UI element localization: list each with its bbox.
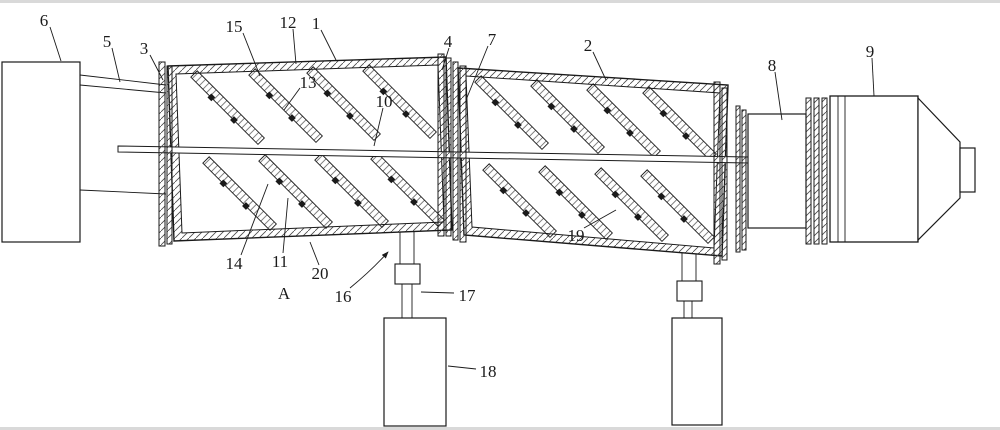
part-label-3: 3 bbox=[140, 39, 149, 58]
part-label-6: 6 bbox=[40, 11, 49, 30]
leader-line-18 bbox=[447, 365, 477, 370]
motor-flange-plate-2 bbox=[813, 97, 820, 245]
part-label-13: 13 bbox=[300, 73, 317, 92]
part-label-16: 16 bbox=[335, 287, 352, 306]
feed-block bbox=[1, 61, 81, 243]
leader-line-14 bbox=[240, 183, 269, 256]
part-label-19: 19 bbox=[568, 226, 585, 245]
part-label-A: A bbox=[278, 284, 291, 303]
drum1-right-flange bbox=[437, 53, 445, 237]
collection-box-right bbox=[671, 317, 723, 426]
drive-coupling-cylinder bbox=[747, 113, 807, 229]
part-label-9: 9 bbox=[866, 42, 875, 61]
leader-line-10 bbox=[373, 107, 384, 147]
part-label-1: 1 bbox=[312, 14, 321, 33]
drum1-left-flange-plate bbox=[166, 65, 173, 245]
part-label-8: 8 bbox=[768, 56, 777, 75]
drum2-right-flange-plate bbox=[721, 87, 728, 261]
part-label-7: 7 bbox=[488, 30, 497, 49]
part-label-12: 12 bbox=[280, 13, 297, 32]
leader-line-5 bbox=[111, 47, 121, 83]
drive-flange-plate-1 bbox=[735, 105, 741, 253]
part-label-5: 5 bbox=[103, 32, 112, 51]
drum2-left-flange bbox=[459, 65, 467, 243]
leader-arrow-16 bbox=[349, 251, 389, 289]
motor-flange-plate-1 bbox=[805, 97, 812, 245]
coupling-plate-left bbox=[445, 57, 452, 237]
leader-line-8 bbox=[774, 71, 783, 121]
discharge1-valve bbox=[394, 263, 421, 285]
leader-line-7 bbox=[465, 45, 489, 101]
leader-line-19 bbox=[583, 209, 617, 229]
inlet-duct-top-line bbox=[79, 74, 167, 86]
leader-line-9 bbox=[871, 57, 875, 97]
leader-line-11 bbox=[282, 197, 289, 254]
part-label-14: 14 bbox=[226, 254, 244, 273]
leader-line-17 bbox=[420, 291, 455, 294]
leader-line-20 bbox=[309, 241, 320, 266]
part-label-10: 10 bbox=[376, 92, 393, 111]
part-label-17: 17 bbox=[459, 286, 477, 305]
leader-line-1 bbox=[320, 29, 337, 61]
leader-line-6 bbox=[49, 26, 62, 62]
part-label-18: 18 bbox=[480, 362, 497, 381]
discharge2-valve bbox=[676, 280, 703, 302]
inlet-duct-bottom-line bbox=[79, 189, 167, 195]
motor-cone bbox=[917, 96, 961, 242]
motor-shaft-tip bbox=[959, 147, 976, 193]
part-label-4: 4 bbox=[444, 32, 453, 51]
motor-flange-plate-3 bbox=[821, 97, 828, 245]
part-label-11: 11 bbox=[272, 252, 288, 271]
motor-body bbox=[829, 95, 919, 243]
leader-line-12 bbox=[292, 28, 297, 65]
collection-box-left bbox=[383, 317, 447, 427]
leader-line-13 bbox=[283, 87, 301, 111]
drum1-left-flange bbox=[158, 61, 166, 247]
drive-flange-plate-2 bbox=[741, 109, 747, 251]
leader-line-3 bbox=[149, 54, 164, 81]
drum2-right-flange bbox=[713, 81, 721, 265]
page-edge-bottom bbox=[0, 427, 1000, 430]
leader-line-2 bbox=[592, 51, 607, 81]
page-edge-top bbox=[0, 0, 1000, 3]
coupling-plate-right bbox=[452, 61, 459, 241]
inlet-duct-mid-line bbox=[79, 84, 167, 94]
part-label-2: 2 bbox=[584, 36, 593, 55]
leader-line-15 bbox=[242, 32, 261, 77]
part-label-20: 20 bbox=[312, 264, 329, 283]
leader-line-4 bbox=[441, 47, 450, 71]
part-label-15: 15 bbox=[226, 17, 243, 36]
